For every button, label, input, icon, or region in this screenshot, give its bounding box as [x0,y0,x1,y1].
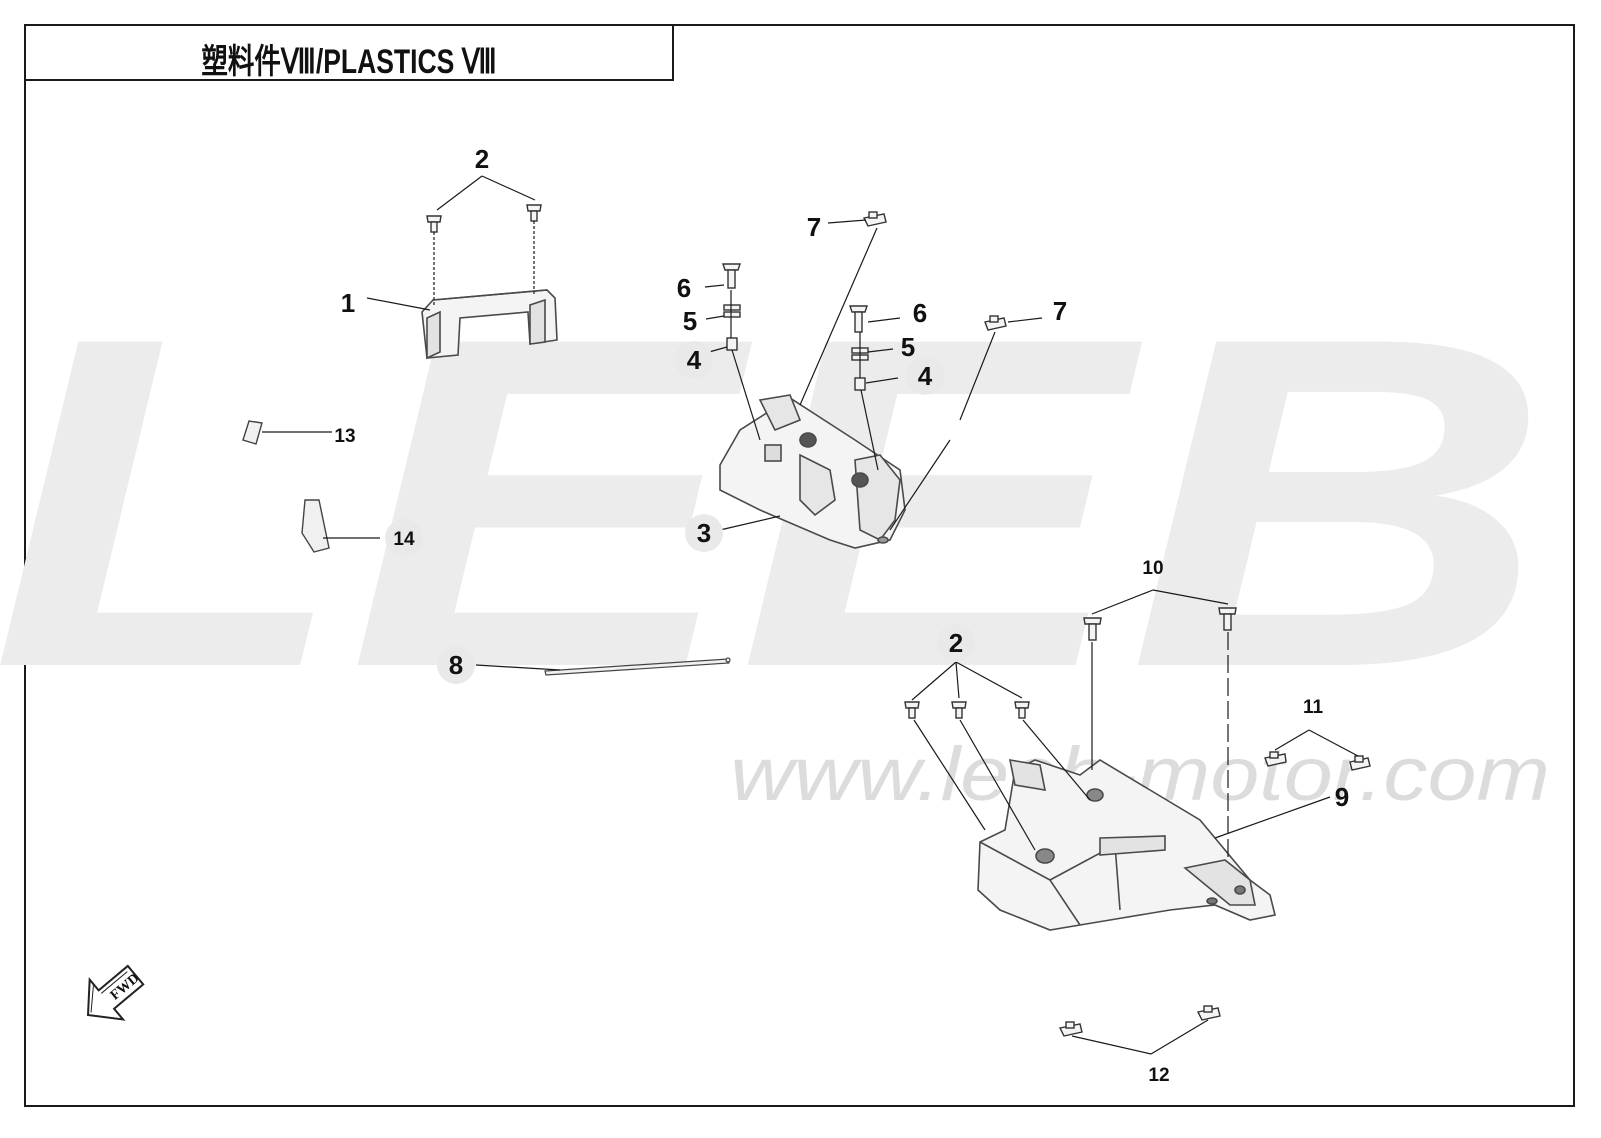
pad-14 [301,499,330,553]
fwd-arrow-icon: FWD [86,964,145,1021]
clip-7 [862,211,1007,331]
callout-8: 8 [449,650,463,680]
part-battery-box [977,759,1276,931]
callout-circle-3 [685,514,723,552]
clip-12 [1058,1005,1221,1037]
bolt-pair-top [426,204,542,233]
bolt-triple [904,701,1030,719]
callout-6-left: 6 [677,273,691,303]
clip-11 [1264,751,1371,771]
callout-2-lower: 2 [949,628,963,658]
leader-lines [262,175,1359,1055]
callout-5-right: 5 [901,332,915,362]
callout-4-left: 4 [687,345,702,375]
pad-13 [242,420,263,445]
callout-circle-8 [437,646,475,684]
callout-5-left: 5 [683,306,697,336]
callout-1: 1 [341,288,355,318]
callout-11: 11 [1303,697,1324,718]
title-box: 塑料件Ⅷ/PLASTICS Ⅷ [24,24,674,81]
callouts: 2 1 13 14 6 5 4 7 6 5 4 7 3 8 10 2 11 9 … [334,144,1349,1086]
callout-4-right: 4 [918,361,933,391]
callout-3: 3 [697,518,711,548]
callout-circle-14 [385,519,423,557]
callout-13: 13 [334,426,355,447]
strip-8 [544,657,731,676]
callout-circle-4-right [906,357,944,395]
part-handle [421,289,558,360]
callout-7-right: 7 [1053,296,1067,326]
part-bracket [719,394,906,549]
callout-12: 12 [1148,1065,1169,1086]
callout-circle-2-lower [937,624,975,662]
callout-2-top: 2 [475,144,489,174]
callout-circle-4-left [675,341,713,379]
bolt-pair-10 [1083,607,1237,641]
diagram-frame [24,24,1575,1107]
callout-6-right: 6 [913,298,927,328]
callout-9: 9 [1335,782,1349,812]
callout-10: 10 [1142,558,1163,579]
fastener-stack-left [722,263,741,351]
page-title: 塑料件Ⅷ/PLASTICS Ⅷ [201,43,497,81]
callout-7-left: 7 [807,212,821,242]
watermark: LEEB www.leeb-motor.com [0,240,1550,817]
callout-14: 14 [393,529,415,550]
